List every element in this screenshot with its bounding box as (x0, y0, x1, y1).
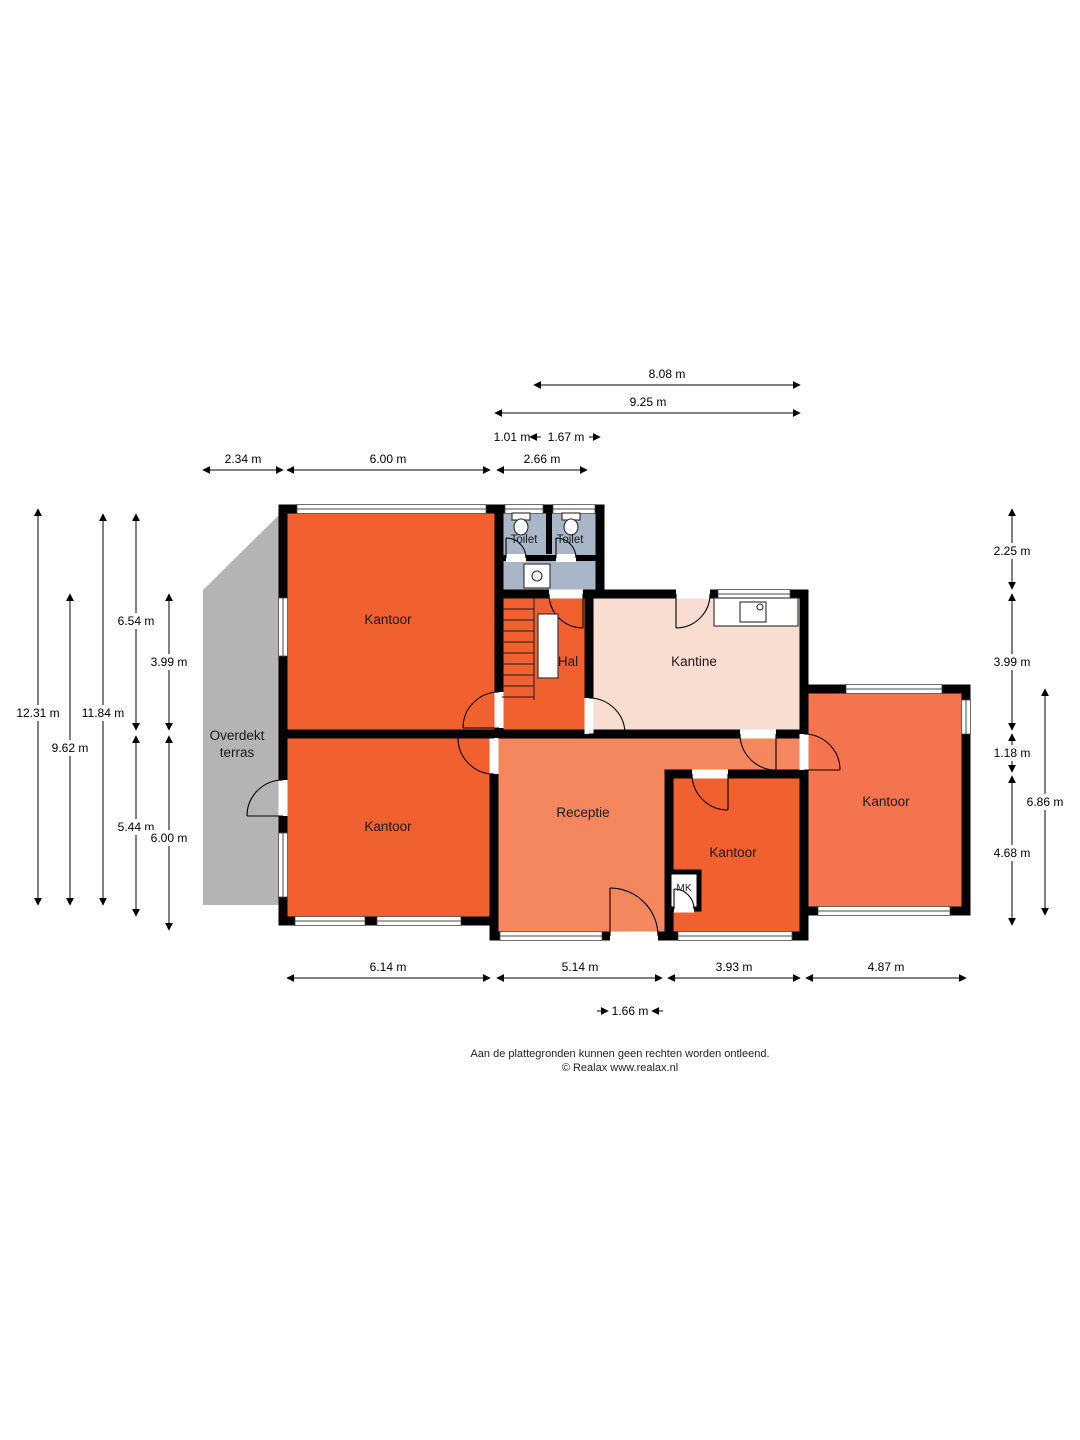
door-opening (692, 769, 728, 779)
terrace-area (203, 507, 287, 905)
dim-label: 12.31 m (16, 706, 59, 720)
dim-label: 8.08 m (649, 367, 686, 381)
windows (278, 504, 971, 941)
window-panes (282, 508, 967, 937)
dim-label: 2.66 m (524, 452, 561, 466)
dim-label-bg (985, 543, 1039, 559)
room-label-kantoor-bottom-middle: Kantoor (709, 845, 757, 860)
door-opening (740, 729, 776, 739)
dim-label-bg (142, 830, 196, 846)
dim-label: 11.84 m (82, 706, 124, 720)
fixtures (511, 512, 799, 679)
sanitair-partition-walls (499, 509, 600, 561)
door-opening (610, 931, 658, 941)
dim-label: 1.66 m (612, 1004, 649, 1018)
dim-label: 4.68 m (994, 846, 1031, 860)
room-label-kantoor-bottom-left: Kantoor (364, 819, 412, 834)
dim-label: 1.01 m (494, 430, 531, 444)
dimensions-bottom: 6.14 m 5.14 m 3.93 m 4.87 m 1.66 m (286, 960, 967, 1018)
dim-label-bg (109, 613, 163, 629)
dim-label-bg (985, 745, 1039, 761)
dim-label: 5.14 m (562, 960, 599, 974)
dim-label: 3.99 m (994, 655, 1031, 669)
door-opening (799, 734, 809, 770)
door-opening (278, 780, 288, 816)
footer-copyright: © Realax www.realax.nl (562, 1062, 678, 1074)
door-opening (494, 692, 504, 728)
room-label-kantine: Kantine (671, 654, 717, 669)
terrace-label-line2: terras (220, 745, 255, 760)
footer-disclaimer: Aan de plattegronden kunnen geen rechten… (470, 1048, 769, 1060)
stairs (502, 598, 535, 700)
dim-label: 6.86 m (1027, 795, 1064, 809)
dimensions-left: 12.31 m 9.62 m 11.84 m 6.54 m 3.99 m 5.4… (11, 508, 196, 931)
terrace-label-line1: Overdekt (210, 728, 265, 743)
door-opening (674, 905, 694, 913)
footer: Aan de plattegronden kunnen geen rechten… (470, 1048, 769, 1074)
dim-label: 1.18 m (994, 746, 1031, 760)
door-opening (584, 698, 594, 734)
room-label-hal: Hal (558, 654, 578, 669)
toilet-bowl (563, 518, 579, 536)
room-label-toilet-1: Toilet (511, 534, 539, 546)
dim-label-bg (76, 705, 130, 721)
door-opening (506, 554, 526, 562)
room-label-kantoor-right: Kantoor (862, 794, 910, 809)
dim-label: 1.67 m (548, 430, 585, 444)
dim-label: 6.00 m (151, 831, 188, 845)
door-swings (246, 537, 841, 937)
room-labels: Kantoor Toilet Toilet Hal Kantine Kantoo… (210, 534, 911, 894)
kitchen-faucet (756, 603, 764, 611)
toilet-bowl (513, 518, 529, 536)
dimensions-right: 2.25 m 3.99 m 1.18 m 4.68 m 6.86 m (985, 508, 1072, 926)
dim-label: 4.87 m (868, 960, 905, 974)
dim-label-bg (1018, 794, 1072, 810)
room-label-mk: MK (677, 883, 692, 894)
room-label-kantoor-top-left: Kantoor (364, 612, 412, 627)
hal-shaft (537, 613, 559, 679)
door-opening (556, 554, 576, 562)
dim-label-bg (985, 845, 1039, 861)
dim-label-bg (985, 654, 1039, 670)
dim-label: 3.93 m (716, 960, 753, 974)
dim-label: 6.14 m (370, 960, 407, 974)
door-opening (489, 738, 499, 774)
doors (246, 537, 841, 941)
door-opening (549, 589, 583, 599)
dim-label-bg (142, 654, 196, 670)
dimensions-top: 8.08 m 9.25 m 1.01 m 1.67 m 2.34 m 6.00 … (202, 367, 801, 474)
room-kantoor-right (799, 684, 971, 916)
stair-treads (502, 608, 534, 698)
door-opening (676, 589, 710, 599)
washbasin-bowl (531, 570, 543, 582)
dim-label: 6.00 m (370, 452, 407, 466)
dim-label: 6.54 m (118, 614, 155, 628)
dim-label: 2.34 m (225, 452, 262, 466)
room-label-receptie: Receptie (556, 805, 609, 820)
dim-label-bg (11, 705, 65, 721)
dim-label: 9.62 m (52, 741, 89, 755)
dim-label-bg (43, 740, 97, 756)
dim-label: 2.25 m (994, 544, 1031, 558)
room-label-toilet-2: Toilet (557, 534, 585, 546)
dim-label: 9.25 m (630, 395, 667, 409)
dim-label: 3.99 m (151, 655, 188, 669)
